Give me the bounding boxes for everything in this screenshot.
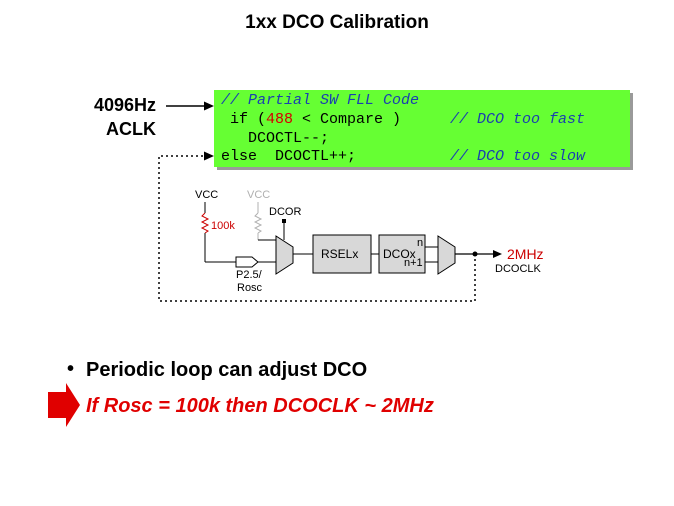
aclk-name-label: ACLK xyxy=(106,119,156,139)
code-comment-too-fast: // DCO too fast xyxy=(450,111,586,128)
code-comment-too-slow: // DCO too slow xyxy=(450,148,586,165)
n-label: n xyxy=(417,237,424,249)
mux-modulator xyxy=(437,235,456,275)
code-if-line: if (488 < Compare ) xyxy=(221,111,401,129)
code-box: // Partial SW FLL Code if (488 < Compare… xyxy=(214,90,630,167)
aclk-frequency-label: 4096Hz xyxy=(94,95,157,115)
vcc-dcor-resistor xyxy=(253,202,276,241)
vcc-100k-resistor xyxy=(200,202,236,263)
code-else-line: else DCOCTL++; xyxy=(221,148,357,165)
p25-pin-buffer xyxy=(235,256,276,268)
p25-label: P2.5/ xyxy=(236,269,262,281)
vcc-label: VCC xyxy=(195,189,219,201)
dcor-select-node xyxy=(282,219,286,240)
dcoclk-label: DCOCLK xyxy=(495,263,541,275)
vcc-gray-label: VCC xyxy=(247,189,271,201)
feedback-loop-dotted xyxy=(158,151,476,302)
dcor-label: DCOR xyxy=(269,206,302,218)
n-plus-1-label: n+1 xyxy=(404,257,423,269)
mux-rosc-select xyxy=(275,235,294,275)
code-if-pre: if ( xyxy=(221,111,267,128)
code-comment-header: // Partial SW FLL Code xyxy=(221,92,420,109)
dcox-label: DCOx xyxy=(383,247,416,261)
red-arrow-icon xyxy=(48,383,80,427)
code-if-number: 488 xyxy=(266,111,294,128)
code-decrement-line: DCOCTL--; xyxy=(221,130,330,147)
bullet-periodic-loop: Periodic loop can adjust DCO xyxy=(86,359,368,381)
output-freq-label: 2MHz xyxy=(507,246,544,262)
dcoclk-output-arrow xyxy=(455,250,502,258)
aclk-arrow xyxy=(166,101,214,111)
page-title: 1xx DCO Calibration xyxy=(245,12,429,33)
rosc-label: Rosc xyxy=(237,282,263,294)
bullet-dot: • xyxy=(67,358,75,380)
resistor-100k-label: 100k xyxy=(211,220,235,232)
rselx-label: RSELx xyxy=(321,247,359,261)
bullet-rosc-result: If Rosc = 100k then DCOCLK ~ 2MHz xyxy=(86,395,434,417)
dcox-block xyxy=(378,234,426,274)
code-if-post: < Compare ) xyxy=(293,111,402,128)
